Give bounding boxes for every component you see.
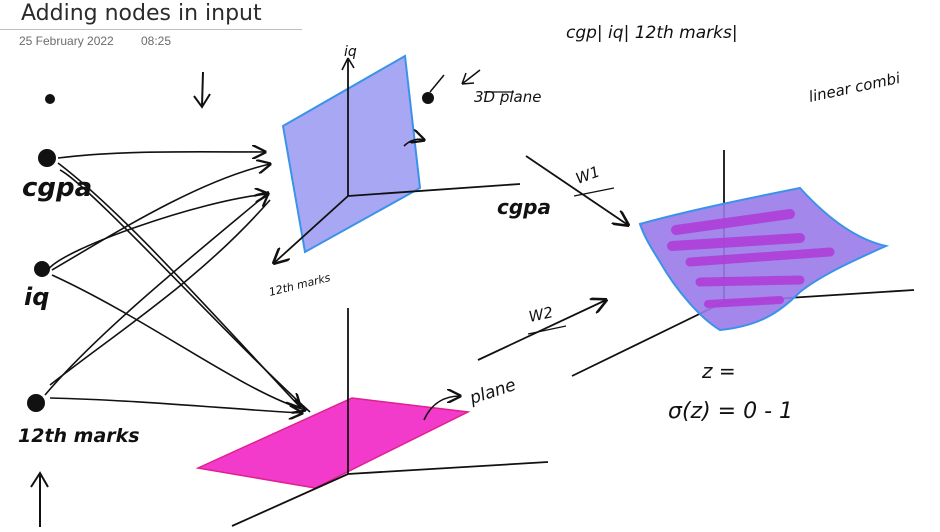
bottom-plane-group	[195, 308, 549, 527]
label-cgpa: cgpa	[22, 173, 92, 203]
label-top-iq: iq	[344, 44, 357, 60]
label-bottom-plane: plane	[466, 375, 518, 409]
page-time: 08:25	[141, 34, 172, 48]
label-linear-combi: linear combi	[807, 69, 902, 106]
equation-z: z =	[701, 359, 736, 383]
connections	[44, 152, 311, 413]
top-plane	[281, 54, 422, 254]
page-title: Adding nodes in input	[21, 1, 262, 26]
output-heading: cgp| iq| 12th marks|	[566, 23, 738, 43]
label-top-12th: 12th marks	[268, 271, 332, 299]
node-top-small	[45, 94, 55, 104]
up-arrow	[30, 471, 49, 527]
node-cgpa	[38, 149, 56, 167]
bottom-plane-axis-horizontal	[347, 461, 549, 475]
title-underline	[0, 29, 302, 30]
label-w2: W2	[527, 303, 555, 326]
page-date: 25 February 2022	[19, 34, 114, 48]
equation-sigma: σ(z) = 0 - 1	[668, 399, 793, 424]
label-12th-marks: 12th marks	[18, 425, 140, 447]
top-plane-axis-depth	[274, 195, 349, 263]
label-iq: iq	[24, 283, 49, 311]
point-3d	[422, 92, 434, 104]
output-axis-depth	[571, 301, 725, 377]
node-12th-marks	[27, 394, 45, 412]
bottom-plane-axis-depth	[231, 473, 349, 527]
top-plane-group	[274, 54, 521, 263]
top-plane-axis-horizontal	[347, 183, 521, 197]
label-top-cgpa: cgpa	[497, 195, 551, 219]
bottom-plane	[195, 397, 471, 489]
label-3d-plane: 3D plane	[474, 88, 541, 106]
arrow-w2	[477, 300, 606, 361]
node-iq	[34, 261, 50, 277]
input-nodes	[27, 94, 56, 412]
output-surface-group	[571, 150, 915, 377]
arrow-w1	[525, 155, 628, 225]
down-arrow	[193, 71, 211, 109]
label-w1: W1	[573, 163, 602, 188]
